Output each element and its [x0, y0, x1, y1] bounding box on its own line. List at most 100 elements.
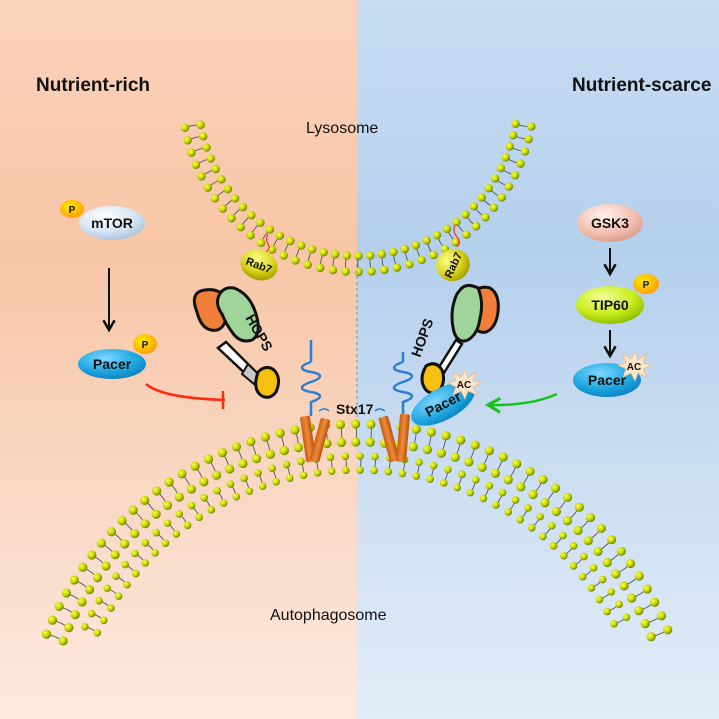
- lipid-head: [527, 122, 536, 131]
- lipid-head: [78, 562, 88, 572]
- lipid-head: [198, 132, 208, 141]
- lipid-head: [232, 492, 241, 501]
- lipid-head: [616, 546, 626, 556]
- lipid-head: [225, 464, 235, 474]
- lipid-head: [595, 595, 604, 604]
- lipid-head: [498, 452, 508, 462]
- lipid-head: [206, 154, 215, 163]
- lipid-head: [422, 445, 432, 455]
- lipid-head: [489, 203, 499, 212]
- lipid-head: [539, 532, 547, 541]
- lipid-head: [87, 550, 97, 560]
- lipid-head: [453, 483, 461, 492]
- lipid-head: [484, 446, 494, 456]
- lipid-head: [114, 592, 123, 600]
- lipid-head: [559, 551, 568, 560]
- lipid-head: [569, 541, 578, 550]
- lipid-head: [112, 572, 120, 581]
- lipid-head: [429, 250, 438, 260]
- lipid-head: [151, 509, 161, 519]
- lipid-head: [177, 469, 187, 479]
- lipid-head: [41, 629, 52, 639]
- inhibition-arrow: [145, 383, 226, 409]
- lipid-head: [202, 143, 211, 152]
- lipid-head: [69, 575, 79, 585]
- rab7-right: Rab7: [436, 224, 470, 282]
- lipid-head: [450, 452, 460, 462]
- nutrient-rich-title: Nutrient-rich: [36, 75, 150, 96]
- lipid-head: [598, 575, 607, 584]
- lipid-head: [540, 498, 550, 508]
- lipid-head: [640, 618, 650, 629]
- lipid-head: [70, 610, 80, 620]
- lipid-head: [120, 539, 130, 549]
- lipid-head: [267, 245, 277, 254]
- autophagosome-inner-membrane: [80, 452, 631, 637]
- lipid-head: [505, 142, 515, 151]
- lipid-head: [452, 217, 461, 227]
- acetyl-badge-right: AC: [616, 351, 653, 382]
- lipid-head: [472, 222, 481, 231]
- lipid-head: [140, 495, 150, 505]
- lipid-head: [461, 210, 470, 219]
- lipid-head: [328, 266, 338, 275]
- lipid-head: [479, 494, 488, 503]
- lipid-head: [219, 499, 228, 507]
- nutrient-scarce-panel: [357, 0, 719, 719]
- lipid-head: [80, 622, 89, 631]
- lipid-head: [246, 436, 256, 447]
- lipid-head: [290, 425, 300, 435]
- lipid-head: [498, 488, 507, 497]
- lipid-head: [117, 516, 127, 526]
- lipid-head: [180, 123, 190, 132]
- lipid-head: [238, 458, 248, 469]
- lipid-head: [583, 536, 593, 546]
- hops-complex-left: HOPS: [192, 286, 281, 399]
- lipid-head: [303, 260, 312, 269]
- lipid-head: [458, 470, 466, 479]
- lipid-head: [251, 454, 262, 464]
- tip60-label: TIP60: [591, 297, 629, 313]
- lipid-head: [64, 623, 74, 633]
- lipid-head: [481, 213, 490, 222]
- pacer-left-label: Pacer: [93, 356, 132, 372]
- stx17-right: [374, 352, 414, 463]
- tip60-node: TIP60: [576, 286, 644, 324]
- lipid-head: [392, 263, 402, 272]
- lipid-head: [354, 267, 363, 277]
- lipid-head: [550, 483, 561, 493]
- lipid-head: [400, 244, 409, 254]
- lipid-head: [107, 604, 115, 612]
- lipid-head: [436, 448, 446, 458]
- lipid-head: [141, 539, 150, 547]
- lipid-head: [508, 131, 518, 140]
- lipid-head: [272, 477, 280, 486]
- lipid-head: [183, 521, 192, 530]
- lipid-head: [297, 457, 305, 466]
- lipid-head: [84, 585, 95, 595]
- lipid-head: [187, 148, 196, 157]
- mtor-label: mTOR: [91, 215, 133, 231]
- lipid-head: [524, 504, 532, 512]
- lipid-head: [593, 546, 603, 556]
- lipid-head: [286, 236, 295, 246]
- lipid-head: [510, 171, 520, 180]
- lipid-head: [405, 260, 414, 269]
- lipid-head: [504, 508, 513, 516]
- lipid-head: [351, 437, 361, 447]
- lipid-head: [227, 214, 236, 223]
- lipid-head: [469, 202, 479, 211]
- lipid-head: [245, 487, 254, 495]
- lipid-head: [132, 569, 140, 578]
- lipid-head: [551, 506, 561, 517]
- lipid-head: [217, 447, 228, 458]
- lipid-head: [442, 224, 452, 234]
- lipid-head: [336, 437, 346, 448]
- lipid-head: [642, 584, 652, 594]
- lipid-head: [200, 493, 208, 502]
- lipid-head: [422, 236, 431, 245]
- lipid-head: [501, 153, 510, 162]
- lipid-head: [175, 510, 184, 518]
- lipid-head: [210, 194, 220, 203]
